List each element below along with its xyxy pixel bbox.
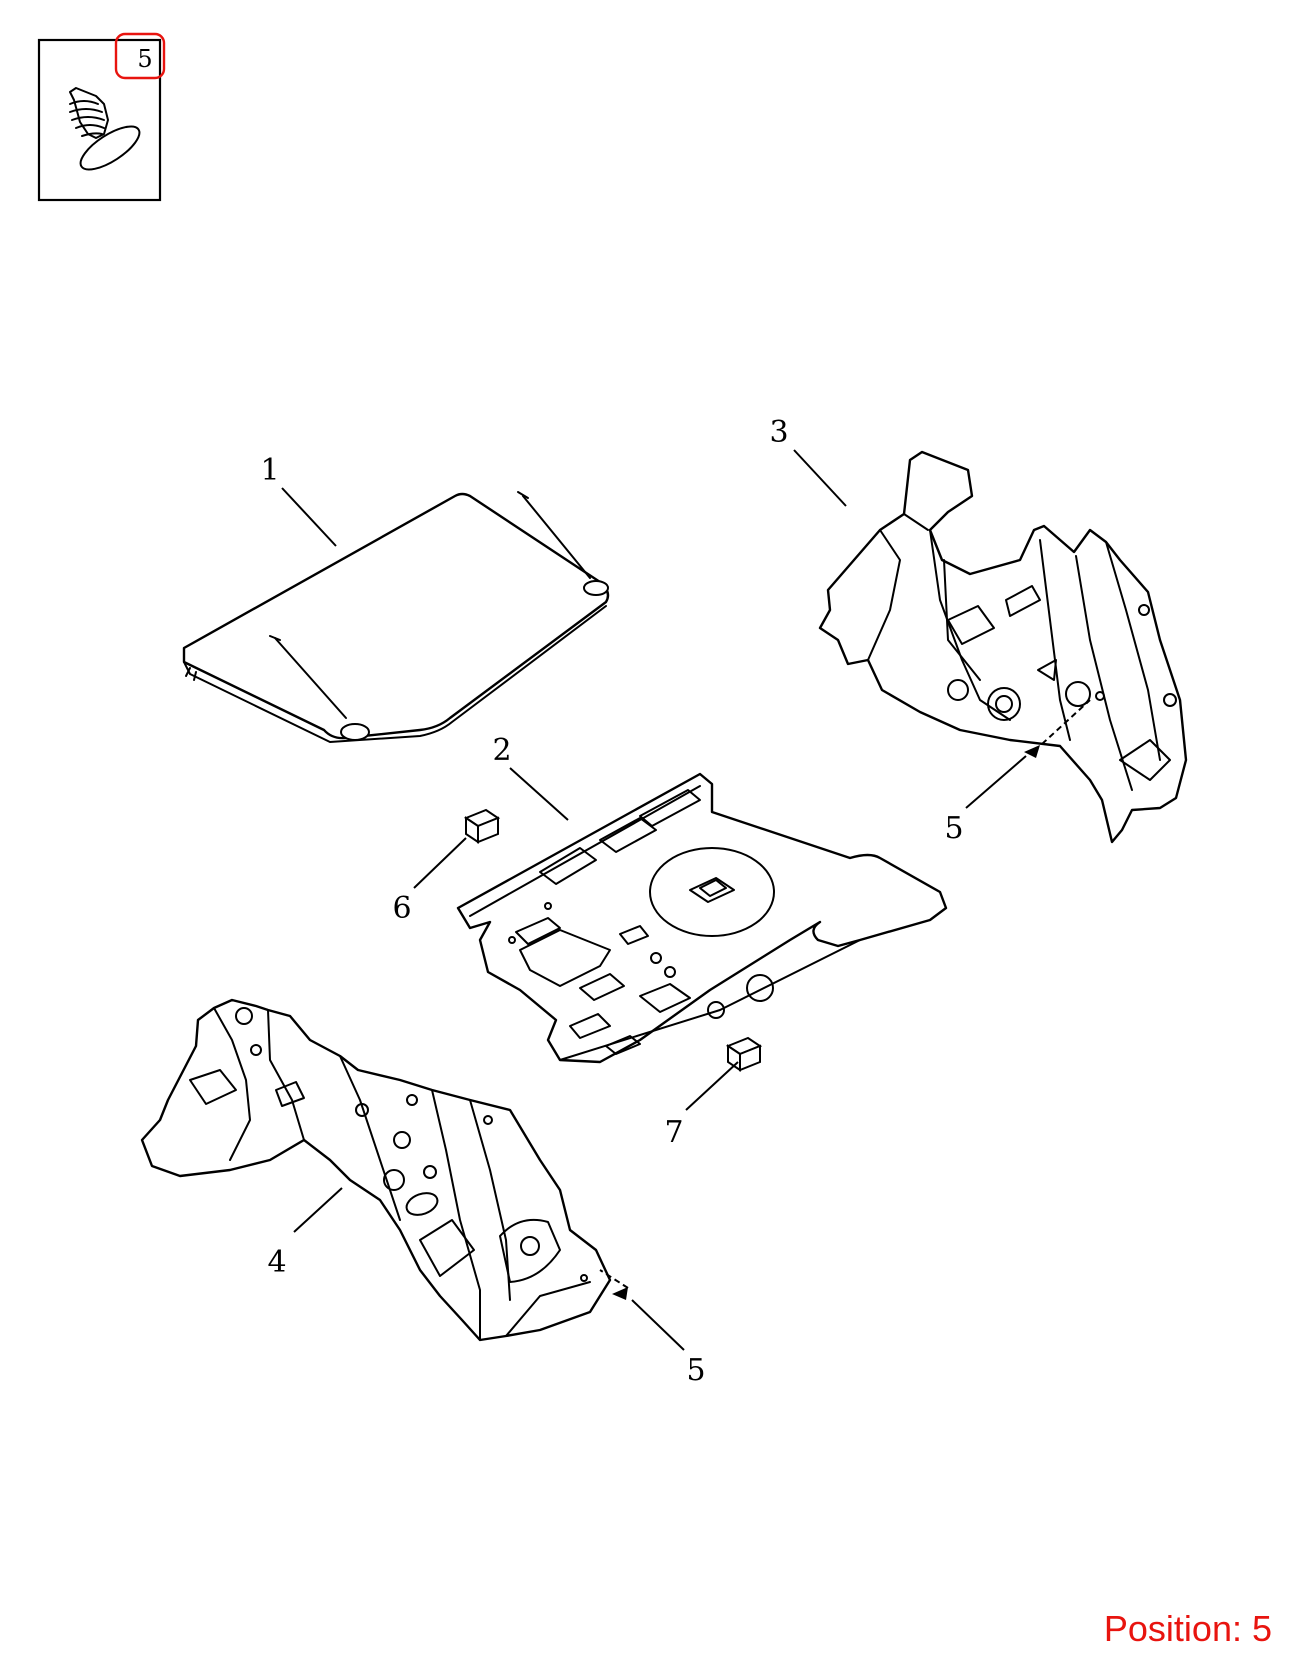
callout-6: 6 bbox=[392, 891, 411, 926]
clip-dash-upper bbox=[1041, 699, 1091, 745]
callout-5-lower: 5 bbox=[686, 1353, 705, 1388]
part-7-pad[interactable] bbox=[725, 1036, 763, 1072]
clip-marker-lower bbox=[612, 1287, 628, 1300]
inset-frame bbox=[37, 38, 162, 202]
part-1-cargo-cover[interactable] bbox=[182, 491, 610, 743]
part-4-left-side-insulation[interactable] bbox=[140, 998, 612, 1342]
callout-5-upper: 5 bbox=[944, 811, 963, 846]
callout-3: 3 bbox=[769, 415, 788, 450]
part-2-floor-insulation[interactable] bbox=[456, 772, 948, 1064]
part-3-right-side-insulation[interactable] bbox=[818, 450, 1188, 844]
callout-7: 7 bbox=[664, 1115, 683, 1150]
inset-part-5[interactable]: 5 bbox=[37, 32, 166, 202]
callout-2: 2 bbox=[492, 733, 511, 768]
clip-icon bbox=[69, 87, 141, 171]
clip-dash-lower bbox=[599, 1269, 629, 1289]
leader-lines bbox=[281, 449, 1027, 1351]
inset-highlight-ring bbox=[114, 32, 166, 80]
inset-number: 5 bbox=[137, 45, 152, 73]
part-6-pad[interactable] bbox=[463, 808, 501, 844]
position-label: Position: 5 bbox=[1103, 1608, 1272, 1649]
clip-marker-upper bbox=[1024, 745, 1040, 758]
callout-1: 1 bbox=[260, 453, 279, 488]
callout-4: 4 bbox=[267, 1245, 286, 1280]
